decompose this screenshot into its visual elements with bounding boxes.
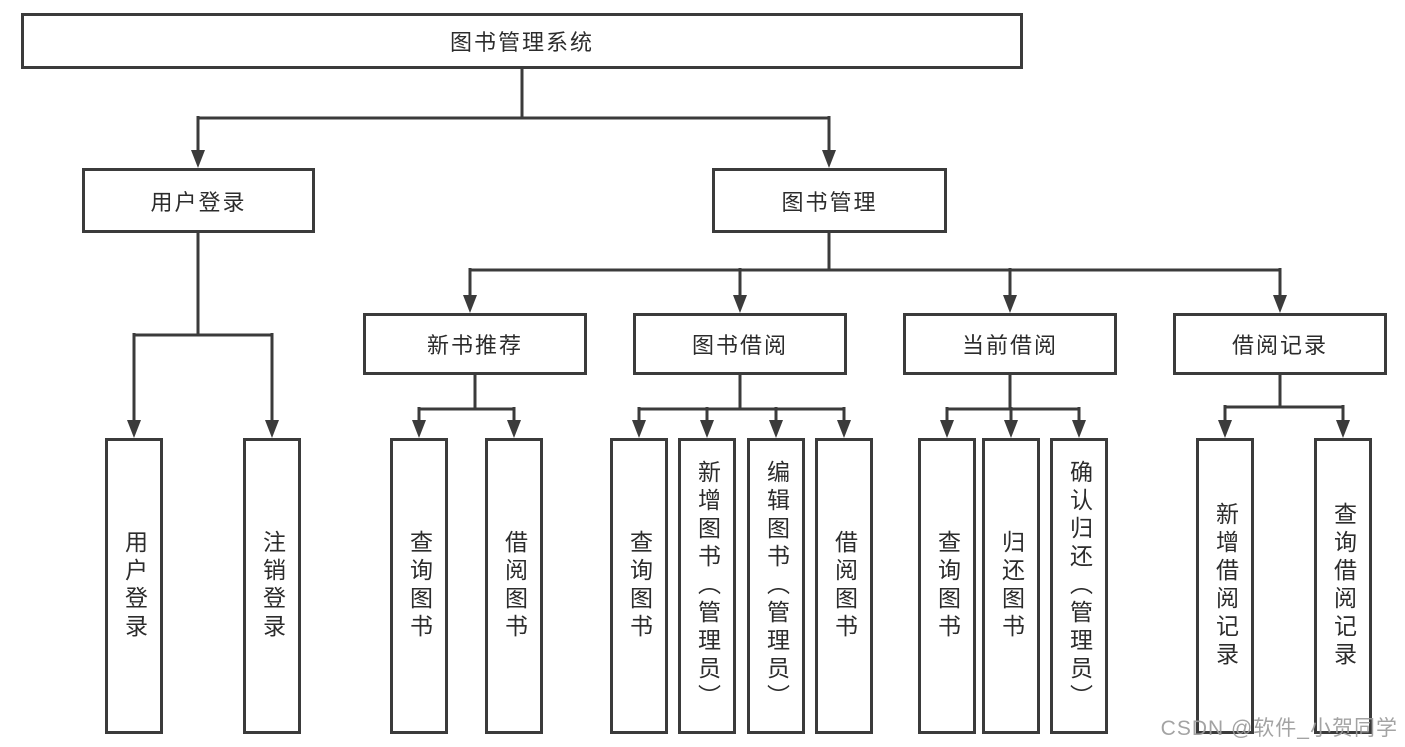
leaf-query-books-recommend: 查询图书 bbox=[390, 438, 448, 734]
leaf-user-login: 用户登录 bbox=[105, 438, 163, 734]
node-user-login: 用户登录 bbox=[82, 168, 315, 233]
node-current-borrow: 当前借阅 bbox=[903, 313, 1117, 375]
connector-current-borrow-split bbox=[940, 375, 1086, 438]
node-book-management: 图书管理 bbox=[712, 168, 947, 233]
leaf-return-books: 归还图书 bbox=[982, 438, 1040, 734]
node-book-borrow: 图书借阅 bbox=[633, 313, 847, 375]
leaf-add-borrow-record: 新增借阅记录 bbox=[1196, 438, 1254, 734]
leaf-query-books-borrow: 查询图书 bbox=[610, 438, 668, 734]
node-new-book-recommend: 新书推荐 bbox=[363, 313, 587, 375]
node-borrow-records: 借阅记录 bbox=[1173, 313, 1387, 375]
connector-new-book-recommend-split bbox=[412, 375, 521, 438]
leaf-query-borrow-record: 查询借阅记录 bbox=[1314, 438, 1372, 734]
leaf-query-books-current: 查询图书 bbox=[918, 438, 976, 734]
watermark: CSDN @软件_小贺同学 bbox=[1160, 717, 1398, 740]
leaf-logout-login: 注销登录 bbox=[243, 438, 301, 734]
connector-root-split bbox=[191, 69, 836, 168]
leaf-borrow-books-borrow: 借阅图书 bbox=[815, 438, 873, 734]
connector-borrow-records-split bbox=[1218, 375, 1350, 438]
connector-user-login-split bbox=[127, 233, 279, 438]
leaf-confirm-return-admin: 确认归还（管理员） bbox=[1050, 438, 1108, 734]
node-library-system: 图书管理系统 bbox=[21, 13, 1023, 69]
leaf-borrow-books-recommend: 借阅图书 bbox=[485, 438, 543, 734]
connector-book-management-split bbox=[463, 233, 1287, 313]
leaf-add-books-admin: 新增图书（管理员） bbox=[678, 438, 736, 734]
connector-book-borrow-split bbox=[632, 375, 851, 438]
leaf-edit-books-admin: 编辑图书（管理员） bbox=[747, 438, 805, 734]
